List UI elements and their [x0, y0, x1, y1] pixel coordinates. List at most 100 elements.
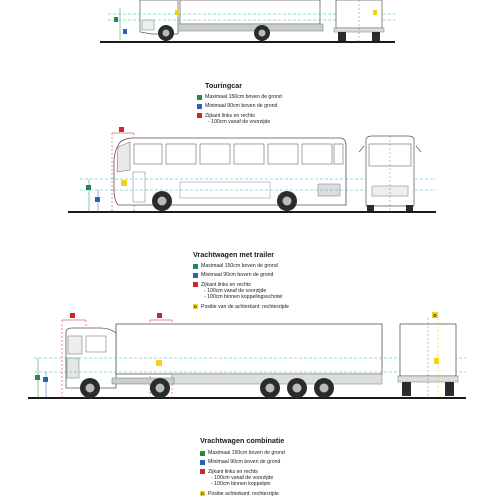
- bus-wheel-rear-hub: [282, 196, 292, 206]
- legend-item: Minimaal 90cm boven de grond: [193, 272, 289, 278]
- trailer-axle-3-hub: [319, 383, 329, 393]
- bus-front-wheel-right: [406, 205, 413, 211]
- trailer-axle-1-hub: [265, 383, 275, 393]
- green-swatch-icon: [193, 263, 198, 269]
- legend-text: Zijkant links en rechts- 100cm vanaf de …: [208, 469, 273, 488]
- legend-label: Zijkant links en rechts: [208, 468, 258, 475]
- bus-front-view-windshield: [368, 143, 412, 167]
- top-green-marker: [114, 17, 118, 22]
- bus-green-marker: [86, 185, 91, 190]
- section-title-touringcar: Touringcar: [205, 81, 243, 90]
- red-swatch-icon: [200, 469, 205, 475]
- section-title-truck-combination: Vrachtwagen combinatie: [200, 436, 285, 445]
- legend-sub-label: - 100cm vanaf de voorzijde: [204, 287, 267, 294]
- red-swatch-icon: [197, 113, 202, 119]
- legend-text: Minimaal 90cm boven de grond: [205, 103, 277, 109]
- legend-text: Zijkant links en rechts- 100cm vanaf de …: [205, 113, 270, 125]
- legend-label: Zijkant links en rechts: [201, 281, 251, 288]
- top-rear-wheel-right: [372, 32, 380, 41]
- bus-windshield: [116, 141, 131, 173]
- blue-swatch-icon: [200, 459, 205, 465]
- legend-label: Zijkant links en rechts: [205, 112, 255, 119]
- trailer-yellow-marker: [156, 360, 162, 366]
- bus-window-5: [267, 143, 299, 165]
- bus-window-6: [301, 143, 333, 165]
- legend-item: Zijkant links en rechts- 100cm vanaf de …: [193, 282, 289, 301]
- legend-label: Maximaal 150cm boven de grond: [205, 94, 282, 100]
- trailer-truck-wheel-drive-hub: [155, 383, 165, 393]
- truck-trailer-drawing: D: [28, 312, 466, 399]
- legend-label: Maximaal 150cm boven de grond: [201, 263, 278, 269]
- legend-item: Zijkant links en rechts- 100cm vanaf de …: [200, 469, 285, 488]
- bus-mirror-right: [415, 145, 422, 153]
- legend-sub-label: - 100cm binnen koppelpin: [211, 481, 271, 488]
- bus-wheel-front-hub: [157, 196, 167, 206]
- legend-item: Maximaal 150cm boven de grond: [193, 263, 289, 269]
- legend-text: Positie achterkant: rechterzijde: [208, 491, 279, 497]
- legend-text: Maximaal 150cm boven de grond: [208, 450, 285, 456]
- blue-swatch-icon: [197, 103, 202, 109]
- top-truck-wheel-front-hub: [162, 29, 170, 37]
- trailer-red-marker-coupling: [157, 313, 162, 318]
- section-title-truck-trailer: Vrachtwagen met trailer: [193, 250, 275, 259]
- legend-item: Maximaal 150cm boven de grond: [200, 450, 285, 456]
- bus-front-view-grille: [371, 185, 409, 197]
- bus-window-2: [165, 143, 197, 165]
- legend-item: Maximaal 150cm boven de grond: [197, 94, 282, 100]
- legend-sub-label: - 100cm vanaf de voorzijde: [208, 118, 271, 125]
- trailer-green-marker: [35, 375, 40, 380]
- yellow-swatch-icon: D: [200, 491, 205, 497]
- bus-window-4: [233, 143, 265, 165]
- legend-label: Positie van de achterkant: rechterzijde: [201, 303, 289, 310]
- top-rear-wheel-left: [338, 32, 346, 41]
- trailer-box: [115, 323, 383, 375]
- legend-label: Minimaal 90cm boven de grond: [201, 272, 274, 279]
- top-rear-yellow-marker: [373, 10, 377, 15]
- yellow-swatch-icon: D: [193, 304, 198, 310]
- legend-label: Maximaal 150cm boven de grond: [208, 450, 285, 456]
- trailer-rear-d-label: D: [433, 313, 437, 318]
- bus-window-7: [333, 143, 344, 165]
- trailer-red-marker-front: [70, 313, 75, 318]
- legend-sub-label: - 100cm binnen koppelingsschotel: [204, 294, 283, 301]
- trailer-truck-windshield: [67, 335, 83, 355]
- bus-mirror-left: [358, 145, 365, 153]
- legend-item: Minimaal 90cm boven de grond: [197, 103, 282, 109]
- top-truck-chassis: [177, 23, 324, 32]
- bus-window-3: [199, 143, 231, 165]
- top-yellow-d-marker: [175, 10, 180, 15]
- bus-door: [132, 171, 146, 203]
- bus-blue-marker: [95, 197, 100, 202]
- bus-yellow-marker: [121, 180, 127, 186]
- trailer-truck-door-window: [85, 335, 107, 353]
- green-swatch-icon: [200, 450, 205, 456]
- legend-text: Positie van de achterkant: rechterzijde: [201, 304, 289, 310]
- top-blue-marker: [123, 29, 127, 34]
- trailer-truck-wheel-front-hub: [85, 383, 95, 393]
- top-truck-grille: [141, 19, 155, 31]
- trailer-rear-d-marker: [432, 312, 438, 318]
- legend-text: Minimaal 90cm boven de grond: [201, 272, 273, 278]
- legend-label: Minimaal 90cm boven de grond: [208, 459, 281, 466]
- legend-text: Zijkant links en rechts- 100cm vanaf de …: [201, 282, 282, 301]
- trailer-truck-grille: [66, 357, 80, 379]
- top-truck-body: [179, 0, 321, 25]
- trailer-rear-wheel-left: [402, 382, 411, 396]
- bus-red-marker: [119, 127, 124, 132]
- bus-front-wheel-left: [367, 205, 374, 211]
- trailer-rear-yellow-marker: [434, 358, 439, 364]
- blue-swatch-icon: [193, 272, 198, 278]
- trailer-rear-wheel-right: [445, 382, 454, 396]
- trailer-truck-chassis: [111, 377, 175, 385]
- red-swatch-icon: [193, 282, 198, 288]
- legend-sub-label: - 100cm vanaf de voorzijde: [211, 474, 274, 481]
- legend-text: Maximaal 150cm boven de grond: [201, 263, 278, 269]
- touringcar-drawing: [68, 127, 436, 213]
